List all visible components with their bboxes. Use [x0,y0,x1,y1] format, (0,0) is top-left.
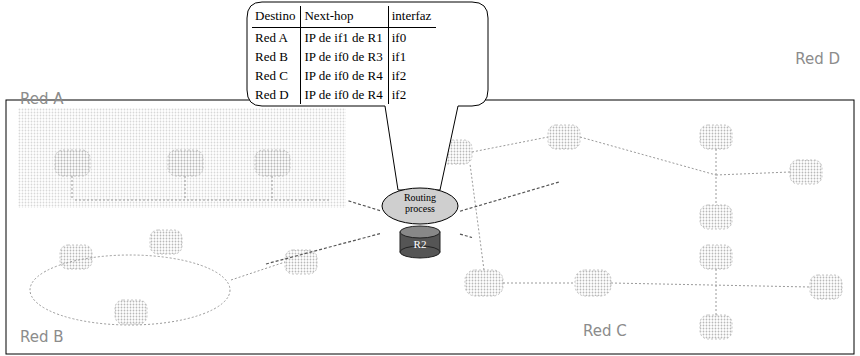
table-cell: IP de if1 de R1 [301,28,388,48]
network-label: Red C [583,322,627,340]
network-region: Red B [15,245,265,350]
computer-icons [55,125,842,339]
network-label: Red B [20,328,64,346]
table-cell: if0 [388,28,436,48]
link-line [265,234,380,265]
router-node: Routing processR2 [380,186,460,260]
link-line [460,182,560,211]
network-label: Red A [20,90,64,108]
table-cell: if2 [388,66,436,85]
network-region: Red C [472,232,850,348]
callout-shape [247,2,488,190]
table-cell: IP de if0 de R4 [301,85,388,104]
table-grid: DestinoNext-hopinterfazRed AIP de if1 de… [252,6,436,104]
router-caption: Routing process [392,192,448,214]
table-header: Next-hop [301,6,388,28]
network-region: Red D [560,48,850,230]
link-line [460,234,472,237]
routing-table: DestinoNext-hopinterfazRed AIP de if1 de… [252,6,436,104]
network-area [18,108,346,208]
link-line [347,200,380,210]
table-cell: if2 [388,85,436,104]
table-cell: IP de if0 de R4 [301,66,388,85]
network-label: Red D [795,50,840,68]
table-cell: if1 [388,47,436,66]
table-header: Destino [252,6,301,28]
table-header: interfaz [388,6,436,28]
table-cell: IP de if0 de R3 [301,47,388,66]
table-cell: Red C [252,66,301,85]
table-cell: Red B [252,47,301,66]
table-cell: Red D [252,85,301,104]
table-cell: Red A [252,28,301,48]
network-region: Red A [15,88,347,210]
router-name: R2 [380,238,460,250]
